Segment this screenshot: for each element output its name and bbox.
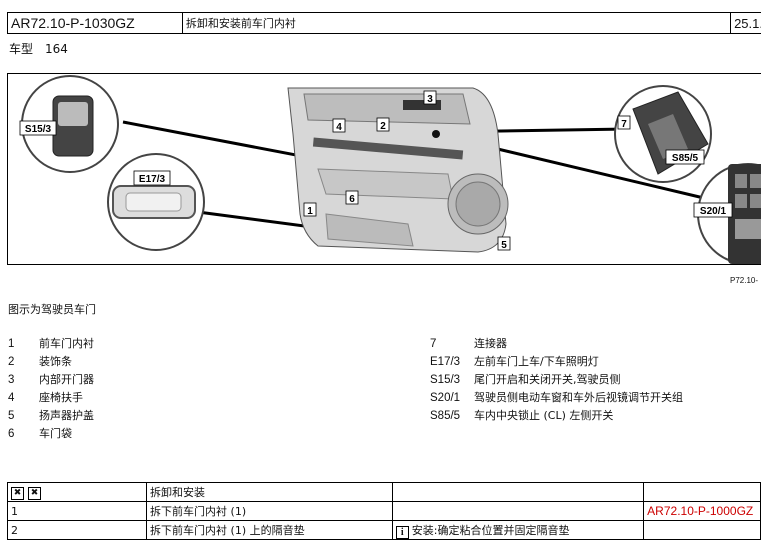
figure-reference: P72.10-: [730, 276, 759, 285]
procedure-header: 拆卸和安装: [146, 482, 393, 502]
step-reference-link[interactable]: AR72.10-P-1000GZ: [643, 501, 761, 521]
procedure-table: ✖✖ 拆卸和安装 1 拆下前车门内衬 (1) AR72.10-P-1000GZ …: [6, 482, 761, 540]
label-5: 5: [501, 240, 507, 251]
vehicle-model: 车型 164: [9, 40, 80, 57]
label-e17-3: E17/3: [139, 174, 166, 185]
remove-symbol-icon: ✖: [11, 487, 24, 500]
info-icon: i: [395, 525, 409, 539]
label-4: 4: [336, 122, 342, 133]
label-3: 3: [427, 94, 433, 105]
step-note: [391, 501, 645, 521]
model-value: 164: [45, 42, 68, 56]
label-1: 1: [307, 206, 313, 217]
label-2: 2: [380, 121, 386, 132]
figure-caption: 图示为驾驶员车门: [8, 303, 96, 316]
document-title: 拆卸和安装前车门内衬: [181, 12, 732, 34]
step-reference-link[interactable]: [643, 520, 761, 540]
label-s20-1: S20/1: [700, 206, 727, 217]
step-note: 安装:确定粘合位置并固定隔音垫: [411, 523, 570, 537]
step-number: 2: [6, 520, 148, 540]
door-panel-illustration: S15/3 E17/3 1 2 3 4 5 6 7 S85/5 S20/1: [19, 75, 761, 265]
step-number: 1: [6, 501, 148, 521]
door-panel-figure: S15/3 E17/3 1 2 3 4 5 6 7 S85/5 S20/1: [7, 73, 761, 265]
step-text: 拆下前车门内衬 (1) 上的隔音垫: [146, 520, 393, 540]
step-text: 拆下前车门内衬 (1): [146, 501, 393, 521]
document-id: AR72.10-P-1030GZ: [7, 12, 183, 34]
model-label: 车型: [9, 42, 34, 56]
label-s15-3: S15/3: [25, 124, 52, 135]
document-date: 25.1.: [730, 12, 761, 34]
door-panel: [287, 87, 509, 253]
procedure-symbols: ✖✖: [6, 482, 148, 502]
label-7: 7: [621, 119, 627, 130]
install-symbol-icon: ✖: [28, 487, 41, 500]
label-s85-5: S85/5: [672, 153, 699, 164]
table-row: 1 拆下前车门内衬 (1) AR72.10-P-1000GZ: [6, 501, 761, 521]
header-table: AR72.10-P-1030GZ 拆卸和安装前车门内衬 25.1.: [7, 12, 761, 34]
label-6: 6: [349, 194, 355, 205]
